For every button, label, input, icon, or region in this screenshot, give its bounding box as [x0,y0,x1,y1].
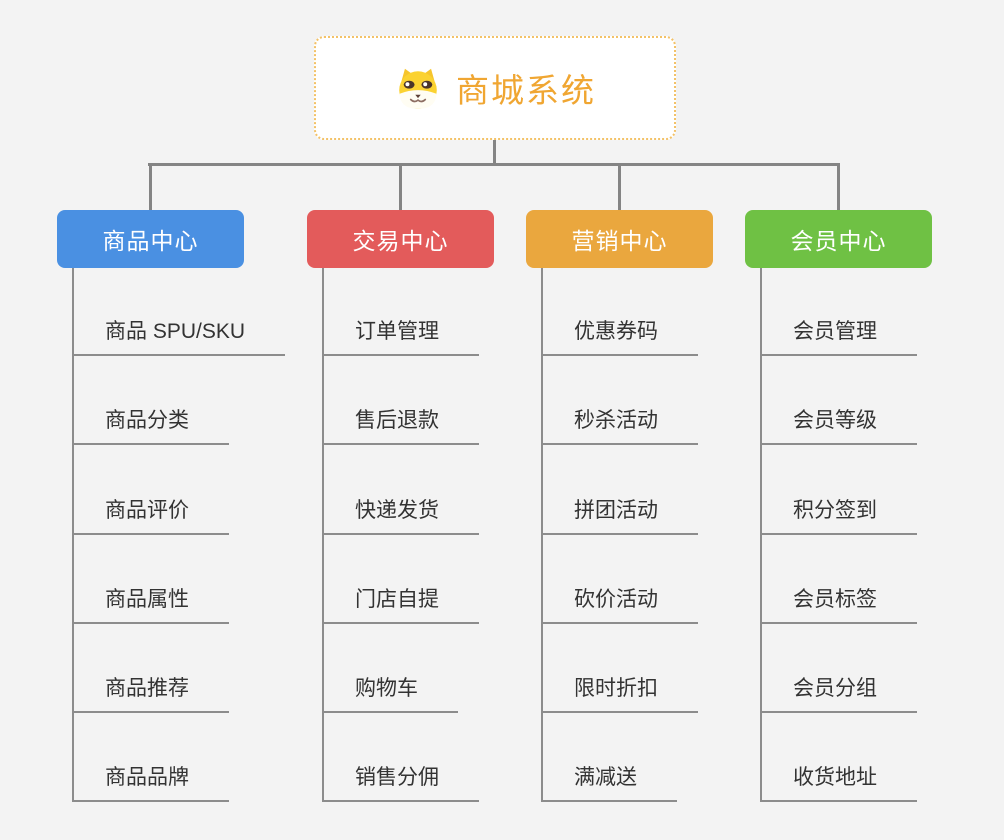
sub-item[interactable]: 门店自提 [322,585,479,624]
sub-item[interactable]: 会员分组 [760,674,917,713]
sub-item[interactable]: 拼团活动 [541,496,698,535]
sub-item[interactable]: 商品推荐 [72,674,229,713]
sub-item[interactable]: 满减送 [541,763,677,802]
sub-item[interactable]: 秒杀活动 [541,406,698,445]
branch-marketing-center[interactable]: 营销中心 [526,210,713,268]
sub-item[interactable]: 会员等级 [760,406,917,445]
connector-line [149,163,152,210]
connector-line [837,163,840,210]
sub-item[interactable]: 收货地址 [760,763,917,802]
sub-item[interactable]: 砍价活动 [541,585,698,624]
connector-line [618,163,621,210]
branch-member-center[interactable]: 会员中心 [745,210,932,268]
sub-item[interactable]: 商品属性 [72,585,229,624]
connector-line [399,163,402,210]
sub-item[interactable]: 售后退款 [322,406,479,445]
sub-item[interactable]: 销售分佣 [322,763,479,802]
root-node[interactable]: 商城系统 [314,36,676,140]
sub-item[interactable]: 限时折扣 [541,674,698,713]
sub-item[interactable]: 商品 SPU/SKU [72,317,286,356]
dog-icon [394,66,442,110]
sub-item[interactable]: 商品评价 [72,496,229,535]
sub-item[interactable]: 商品分类 [72,406,229,445]
sub-item[interactable]: 优惠券码 [541,317,698,356]
sub-item[interactable]: 订单管理 [322,317,479,356]
branch-product-center[interactable]: 商品中心 [57,210,244,268]
sub-item[interactable]: 购物车 [322,674,458,713]
sub-item[interactable]: 会员标签 [760,585,917,624]
sub-item[interactable]: 快递发货 [322,496,479,535]
root-title: 商城系统 [456,72,596,109]
sub-item[interactable]: 积分签到 [760,496,917,535]
connector-line [493,140,496,166]
connector-line [148,163,839,166]
sub-item[interactable]: 会员管理 [760,317,917,356]
branch-trade-center[interactable]: 交易中心 [307,210,494,268]
sub-item[interactable]: 商品品牌 [72,763,229,802]
